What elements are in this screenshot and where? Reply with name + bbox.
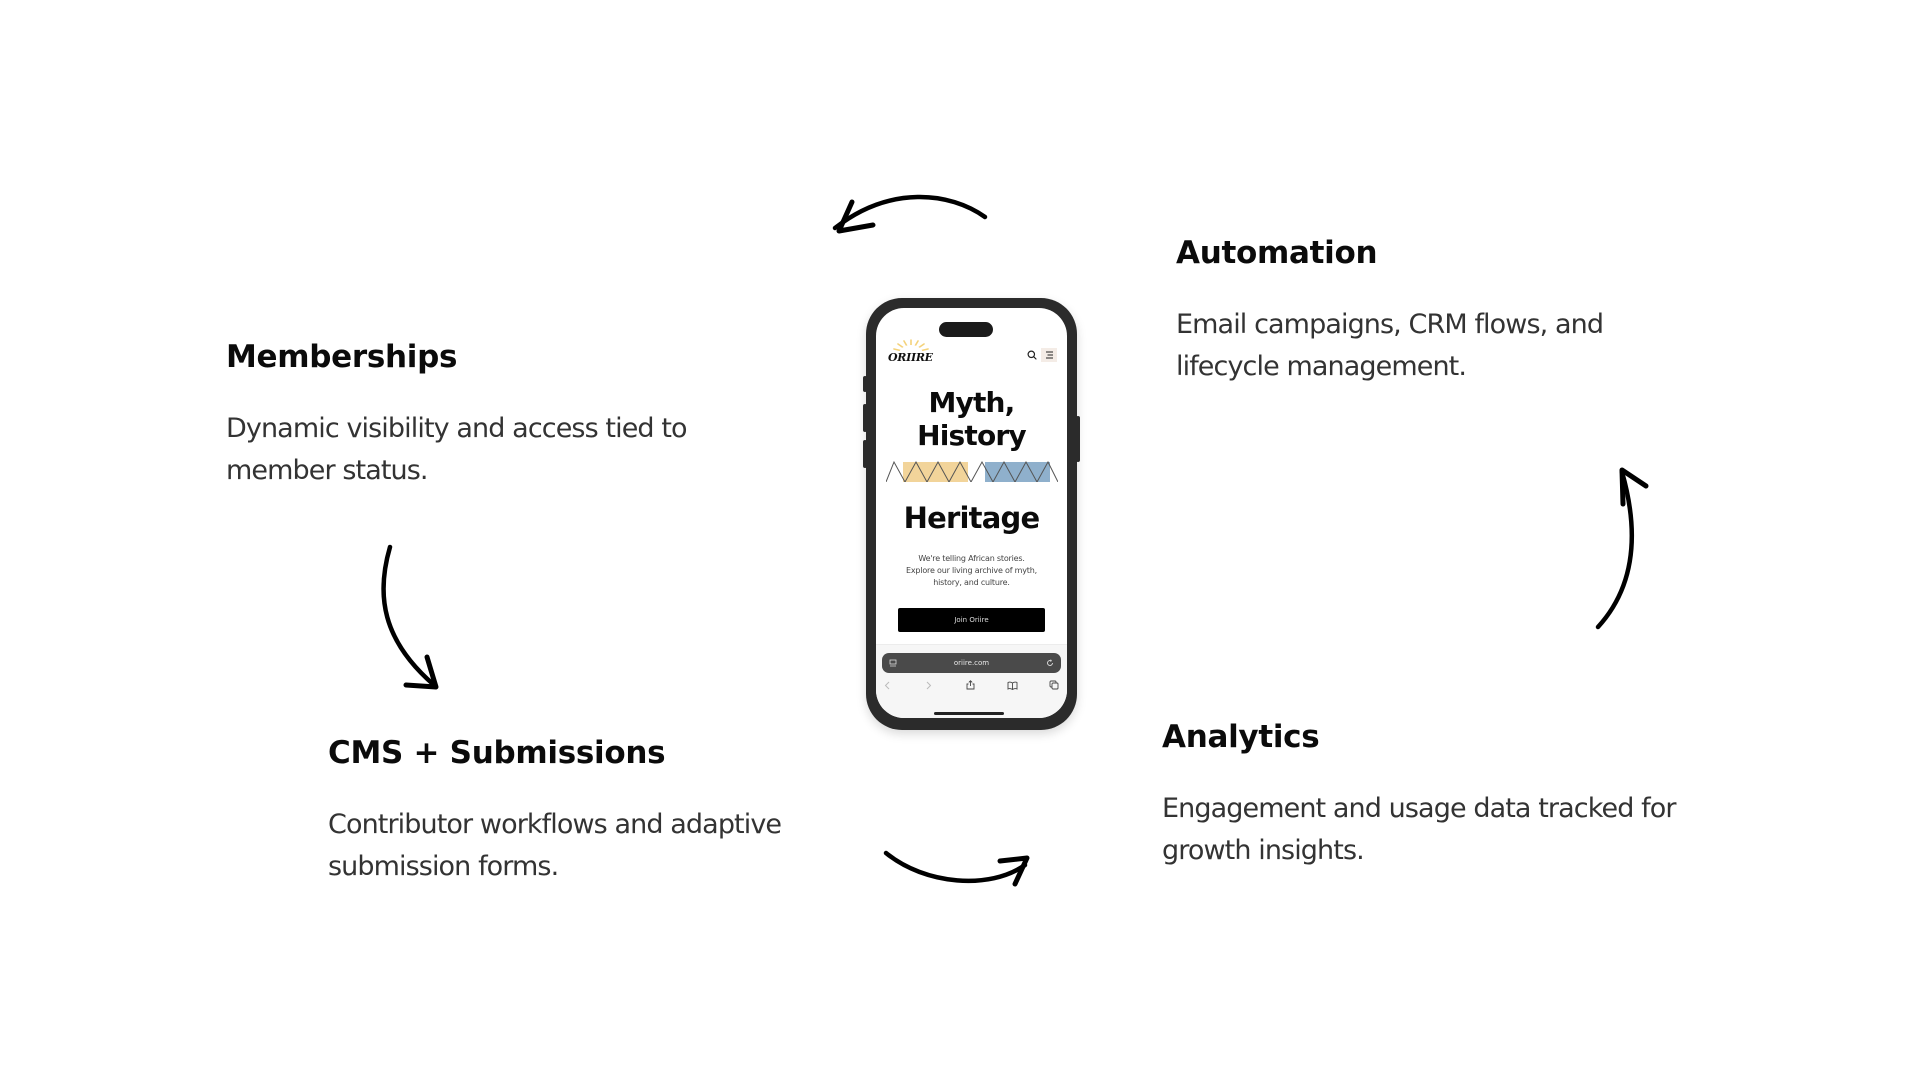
description-line: submission forms.	[328, 851, 559, 883]
feature-title: CMS + Submissions	[328, 735, 666, 771]
hero-description-line: history, and culture.	[933, 578, 1010, 587]
site-logo[interactable]: ORIIRE	[888, 338, 938, 368]
feature-title: Memberships	[226, 339, 458, 375]
zigzag-line	[886, 460, 1058, 482]
feature-description: Email campaigns, CRM flows, and lifecycl…	[1176, 304, 1696, 388]
feature-cms-submissions: CMS + Submissions Contributor workflows …	[328, 736, 848, 888]
phone-mockup: ORIIRE Myth, History Herita	[863, 298, 1080, 730]
phone-screen: ORIIRE Myth, History Herita	[876, 308, 1067, 718]
hero-title-line: Myth,	[928, 386, 1015, 419]
hero-description: We're telling African stories. Explore o…	[884, 553, 1059, 589]
hero-subtitle: Heritage	[903, 501, 1040, 535]
site-header-icons	[1027, 348, 1057, 362]
phone-volume-down	[863, 440, 867, 468]
share-icon	[966, 680, 975, 690]
chevron-right-icon	[926, 681, 931, 689]
url-text: oriire.com	[953, 659, 990, 667]
logo-text: ORIIRE	[888, 351, 933, 364]
curved-arrow-right-icon	[883, 850, 1030, 887]
hamburger-menu-icon	[1045, 351, 1053, 359]
feature-memberships: Memberships Dynamic visibility and acces…	[226, 340, 746, 492]
address-bar[interactable]: oriire.com	[882, 653, 1061, 673]
reload-icon[interactable]	[1046, 659, 1054, 667]
description-line: Email campaigns, CRM flows, and	[1176, 309, 1604, 341]
description-line: lifecycle management.	[1176, 351, 1467, 383]
tabs-button[interactable]	[1047, 680, 1061, 690]
description-line: Engagement and usage data tracked for	[1162, 793, 1676, 825]
description-line: Dynamic visibility and access tied to	[226, 413, 688, 445]
feature-title: Automation	[1176, 235, 1378, 271]
phone-volume-up	[863, 404, 867, 432]
phone-side-button	[863, 376, 867, 392]
dynamic-island	[939, 322, 993, 337]
browser-nav-row	[880, 678, 1061, 692]
feature-description: Engagement and usage data tracked for gr…	[1162, 788, 1722, 872]
feature-description: Dynamic visibility and access tied to me…	[226, 408, 746, 492]
home-indicator	[934, 712, 1004, 715]
hero-description-line: Explore our living archive of myth,	[906, 566, 1037, 575]
chevron-left-icon	[884, 681, 890, 689]
phone-power-button	[1076, 416, 1080, 462]
hero-title-line: History	[917, 419, 1027, 452]
feature-analytics: Analytics Engagement and usage data trac…	[1162, 720, 1722, 872]
feature-title: Analytics	[1162, 719, 1320, 755]
forward-button[interactable]	[922, 681, 936, 690]
tabs-icon	[1049, 680, 1059, 690]
description-line: growth insights.	[1162, 835, 1365, 867]
join-button[interactable]: Join Oriire	[898, 608, 1045, 632]
browser-toolbar: oriire.com	[876, 644, 1067, 718]
book-icon	[1007, 681, 1018, 690]
back-button[interactable]	[880, 681, 894, 690]
hero-title: Myth, History	[876, 386, 1067, 452]
sun-rays-icon	[893, 339, 929, 354]
bookmarks-button[interactable]	[1005, 681, 1019, 690]
feature-description: Contributor workflows and adaptive submi…	[328, 804, 848, 888]
search-icon[interactable]	[1027, 350, 1037, 360]
zigzag-pattern	[886, 460, 1058, 482]
feature-automation: Automation Email campaigns, CRM flows, a…	[1176, 236, 1696, 388]
reader-mode-icon[interactable]	[889, 659, 897, 667]
share-button[interactable]	[964, 680, 978, 690]
curved-arrow-left-icon	[832, 194, 988, 234]
curved-arrow-up-icon	[1595, 467, 1649, 630]
hamburger-menu-button[interactable]	[1041, 348, 1057, 362]
curved-arrow-down-icon	[381, 544, 439, 690]
description-line: Contributor workflows and adaptive	[328, 809, 782, 841]
hero-description-line: We're telling African stories.	[918, 554, 1025, 563]
description-line: member status.	[226, 455, 429, 487]
